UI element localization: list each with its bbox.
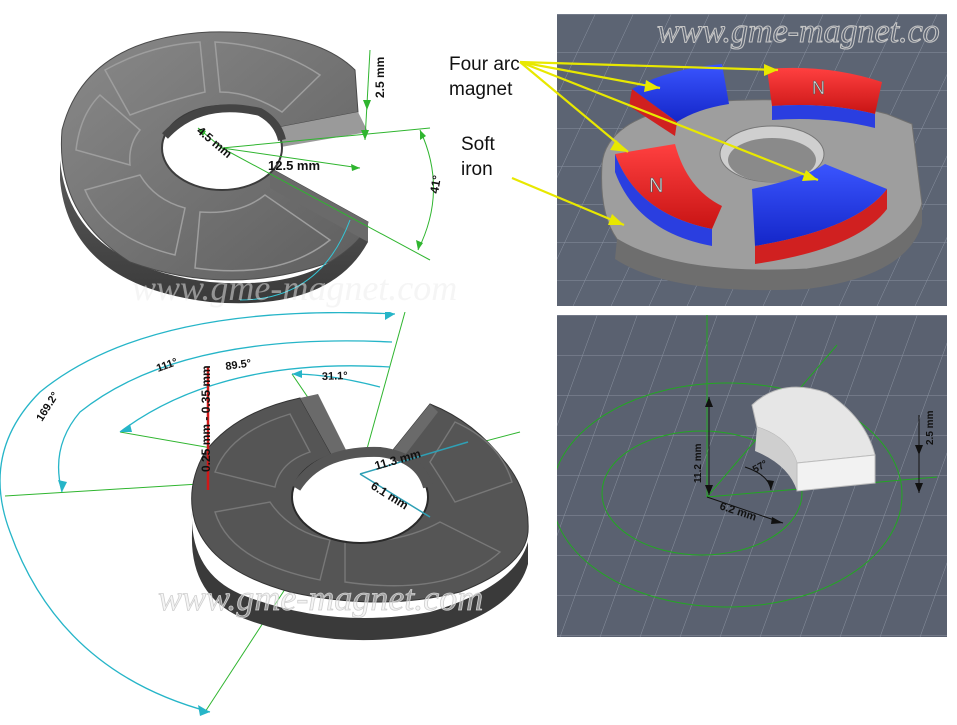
recess-4 bbox=[83, 174, 186, 256]
soft-iron-disc-drawing: 2.5 mm 4.5 mm 12.5 mm 41° www.gme-magnet… bbox=[60, 31, 457, 308]
outer-radius-line bbox=[359, 441, 469, 475]
pole-mark-back-right: N bbox=[812, 78, 825, 98]
magnet-back-left-side bbox=[629, 89, 677, 136]
callout-arrows bbox=[511, 60, 819, 227]
disc-side bbox=[60, 160, 368, 304]
gap-face-left bbox=[300, 394, 352, 470]
label-soft-iron: Soft iron bbox=[461, 132, 495, 182]
magnet-back-right-side bbox=[772, 105, 875, 128]
recess-2 bbox=[214, 41, 322, 113]
pole-mark-front-left: N bbox=[649, 175, 663, 197]
recess-outlines bbox=[214, 413, 513, 587]
dimension-arrows bbox=[705, 397, 923, 524]
recess-1 bbox=[103, 41, 206, 116]
soft-iron-angles-panel: 169.2° 111° 89.5° 31.1° 0.25 mm - 0.35 m… bbox=[0, 312, 556, 725]
arc-magnet-end-face bbox=[796, 454, 876, 492]
magnet-back-left-top bbox=[632, 64, 729, 122]
dim-angle-small: 31.1° bbox=[322, 370, 348, 383]
dim-recess-depth: 0.25 mm - 0.35 mm bbox=[199, 365, 213, 472]
magnet-front-left-side bbox=[615, 154, 712, 246]
label-four-arc-line2: magnet bbox=[449, 79, 513, 100]
recess-5 bbox=[194, 194, 332, 272]
dimension-lines bbox=[197, 49, 434, 261]
watermark-top-left: www.gme-magnet.com bbox=[132, 268, 457, 308]
cyan-guide bbox=[239, 219, 351, 301]
soft-iron-base-side bbox=[615, 204, 922, 291]
label-four-arc-line1: Four arc bbox=[449, 54, 520, 75]
magnet-front-left-top bbox=[615, 144, 722, 229]
arc-magnet-render: 11.2 mm 57° 6.2 mm 2.5 mm bbox=[557, 315, 947, 637]
watermark-bottom-left: www.gme-magnet.com bbox=[158, 578, 483, 618]
dim-outer-radius: 12.5 mm bbox=[268, 158, 320, 173]
arc-magnet-inner-face bbox=[755, 427, 797, 491]
cut-face-upper bbox=[275, 112, 368, 148]
dimension-arrows bbox=[198, 100, 426, 250]
grid-floor bbox=[557, 315, 947, 637]
magnet-front-right-side bbox=[755, 189, 887, 264]
watermark-top-right: www.gme-magnet.co bbox=[657, 14, 940, 50]
dim-angle-outer: 169.2° bbox=[34, 390, 61, 423]
label-soft-line1: Soft bbox=[461, 134, 495, 155]
bore-wall bbox=[291, 446, 433, 491]
disc-side bbox=[191, 512, 528, 641]
dim-angle-mid: 111° bbox=[155, 356, 179, 375]
recess-3 bbox=[75, 93, 142, 167]
magnet-assembly-render: www.gme-magnet.co N N bbox=[557, 14, 947, 306]
dim-angle-inner: 89.5° bbox=[225, 357, 252, 372]
magnet-assembly-panel: www.gme-magnet.co N N bbox=[557, 14, 947, 306]
dim-height: 2.5 mm bbox=[373, 57, 387, 98]
bore-wall bbox=[162, 104, 286, 142]
dim-gap-angle: 41° bbox=[427, 174, 444, 195]
dim-thickness: 2.5 mm bbox=[925, 410, 936, 445]
label-four-arc-magnet: Four arc magnet bbox=[449, 52, 520, 102]
magnet-front-right-top bbox=[752, 164, 887, 246]
label-soft-line2: iron bbox=[461, 159, 493, 180]
angle-arrows bbox=[58, 312, 395, 716]
arc-magnet-panel: 11.2 mm 57° 6.2 mm 2.5 mm bbox=[557, 315, 947, 637]
inner-radius-line bbox=[359, 473, 431, 518]
soft-iron-angles-drawing: 169.2° 111° 89.5° 31.1° 0.25 mm - 0.35 m… bbox=[0, 312, 529, 716]
dim-height: 11.2 mm bbox=[693, 443, 704, 483]
soft-iron-disc-panel: 2.5 mm 4.5 mm 12.5 mm 41° www.gme-magnet… bbox=[0, 0, 556, 312]
magnet-back-right-top bbox=[767, 67, 882, 114]
